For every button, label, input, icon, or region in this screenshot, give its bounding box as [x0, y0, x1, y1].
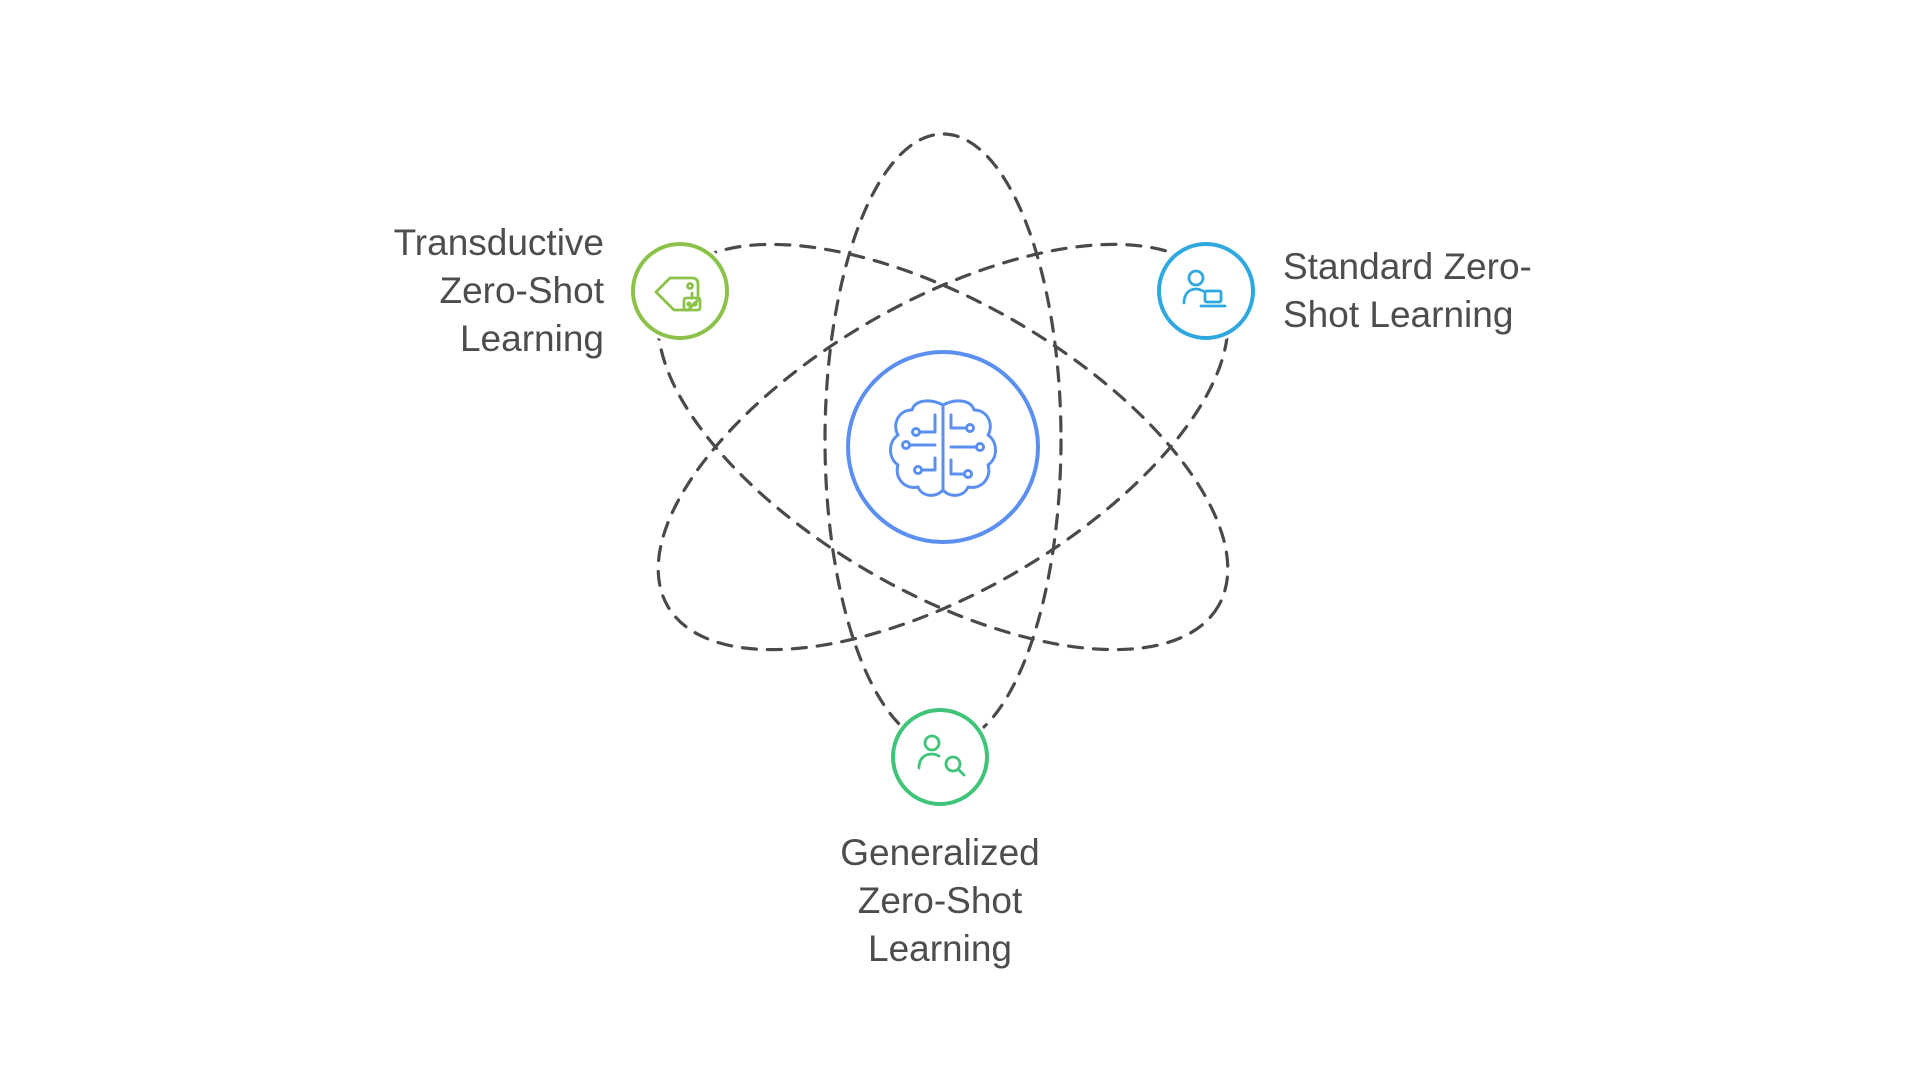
standard-label-line-2: Shot Learning: [1283, 294, 1514, 335]
brain-circuit-icon: [889, 399, 997, 497]
transductive-label-line-3: Learning: [459, 318, 604, 359]
user-laptop-icon: [1182, 269, 1227, 308]
generalized-label-line-2: Zero-Shot: [857, 880, 1023, 921]
standard-label: Standard Zero- Shot Learning: [1283, 243, 1532, 339]
generalized-label-line-1: Generalized: [840, 832, 1040, 873]
user-search-icon: [917, 734, 966, 777]
node-transductive: [631, 242, 729, 340]
standard-label-line-1: Standard Zero-: [1283, 246, 1532, 287]
transductive-label-line-1: Transductive: [393, 222, 604, 263]
transductive-label: Transductive Zero-Shot Learning: [394, 219, 604, 363]
tag-robot-icon: [654, 276, 702, 312]
generalized-label: Generalized Zero-Shot Learning: [840, 829, 1040, 973]
node-generalized: [891, 708, 989, 806]
generalized-label-line-3: Learning: [867, 928, 1013, 969]
node-standard: [1157, 242, 1255, 340]
center-node: [846, 350, 1040, 544]
transductive-label-line-2: Zero-Shot: [439, 270, 604, 311]
